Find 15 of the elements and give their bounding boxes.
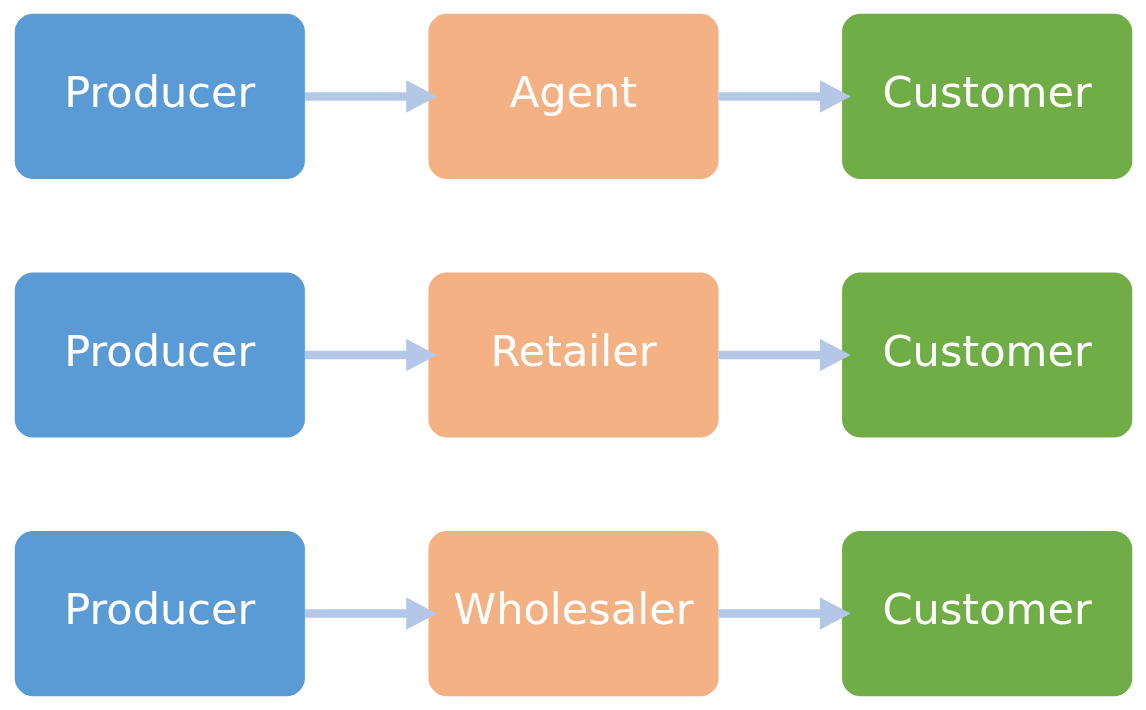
arrow (718, 597, 851, 630)
node-box: Wholesaler (427, 530, 719, 697)
node-box: Customer (841, 272, 1132, 438)
arrow (718, 338, 851, 372)
arrow (718, 80, 851, 113)
arrow (304, 80, 437, 113)
node-box: Producer (14, 530, 305, 697)
node-box: Customer (841, 13, 1132, 180)
arrow (304, 338, 437, 372)
node-box: Producer (14, 13, 305, 180)
arrow (304, 597, 437, 630)
node-box: Agent (427, 13, 719, 180)
node-box: Producer (14, 272, 305, 438)
node-box: Retailer (427, 272, 719, 438)
node-box: Customer (841, 530, 1132, 697)
